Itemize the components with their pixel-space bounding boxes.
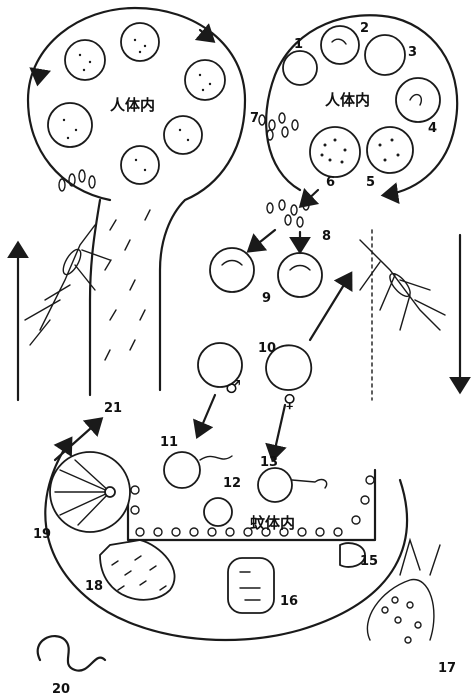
label-7: 7 [250,111,259,126]
label-20: 20 [52,682,70,697]
gametocyte-9a [210,248,254,292]
arrow-to-11 [198,395,215,435]
cell-12 [204,498,232,526]
label-21: 21 [104,401,122,416]
label-3: 3 [408,45,417,60]
label-10: 10 [258,341,276,356]
male-symbol: ♂ [225,377,241,398]
salivary-gland-17 [367,540,440,643]
liver-cell [164,116,202,154]
flagellum [200,456,232,460]
oocyst-18 [100,540,175,600]
arrow-to-9a [250,230,275,250]
ookinete-tail [292,480,327,488]
gametocyte-9b [278,253,322,297]
label-4: 4 [428,121,437,136]
merozoites-7 [259,113,298,140]
liver-cell [185,60,225,100]
mosquito-left [25,225,110,345]
midgut-20 [38,636,105,671]
left-cycle-arrow [38,70,40,82]
label-2: 2 [360,21,369,36]
label-9: 9 [262,291,271,306]
rbc-6 [310,127,360,177]
label-12: 12 [223,476,241,491]
arrow-6-to-8 [302,190,318,205]
rbc-5 [367,127,413,173]
rbc-2 [321,26,359,64]
label-1: 1 [294,37,303,52]
label-18: 18 [85,579,103,594]
oocyst-16 [228,558,274,613]
label-19: 19 [33,527,51,542]
label-13: 13 [260,455,278,470]
mosquito-cycle: 蚊体内 [38,420,440,671]
label-11: 11 [160,435,178,450]
rbc-1 [283,51,317,85]
rosette-center [105,487,115,497]
liver-cell [48,103,92,147]
sporozoites-stream [105,210,150,360]
mosquito-host-label: 蚊体内 [250,514,295,532]
label-8: 8 [322,229,331,244]
liver-cell [121,23,159,61]
label-17: 17 [438,661,456,676]
left-human-cycle: 人体内 [28,8,245,395]
label-5: 5 [366,175,375,190]
label-15: 15 [360,554,378,569]
rbc-3 [365,35,405,75]
left-host-label: 人体内 [110,96,155,114]
rbc-4 [396,78,440,122]
right-host-label: 人体内 [325,91,370,109]
zygote-11 [164,452,200,488]
arrow-to-13 [273,405,285,458]
liver-cell [121,146,159,184]
mosquito-right [360,230,445,400]
label-6: 6 [326,175,335,190]
ookinete-13 [258,468,292,502]
label-16: 16 [280,594,298,609]
liver-cell [65,40,105,80]
